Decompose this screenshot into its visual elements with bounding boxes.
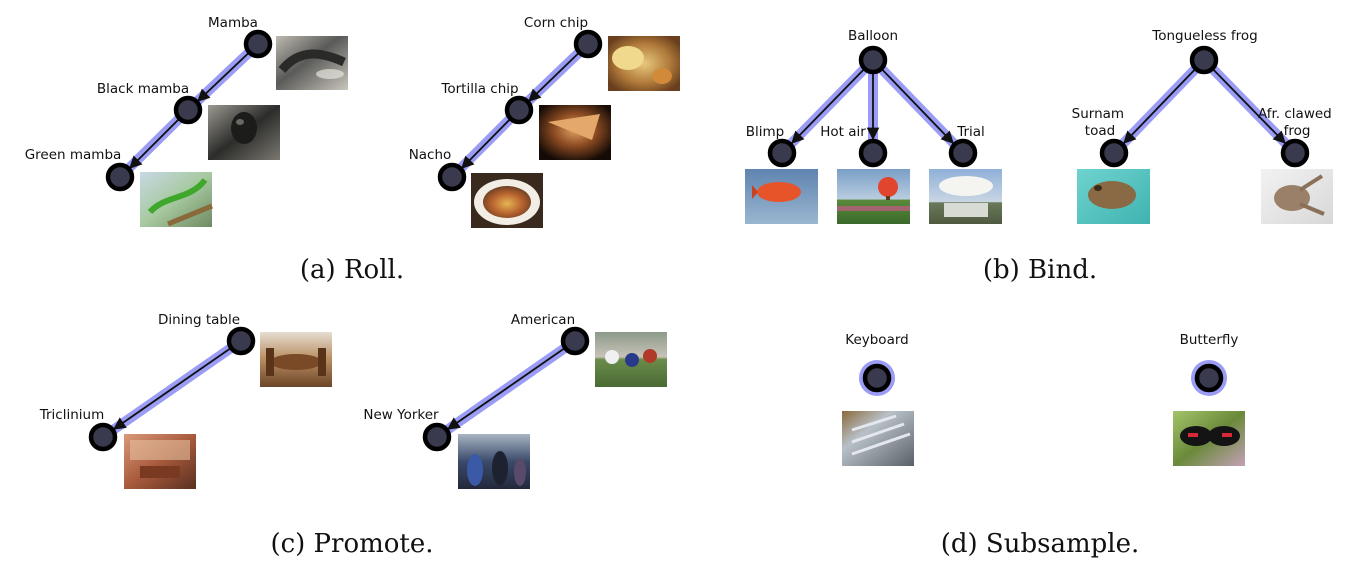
label-mamba: Mamba (208, 15, 258, 31)
label-dining-table: Dining table (158, 312, 240, 328)
node-triclinium (88, 422, 118, 452)
node-keyboard (859, 360, 895, 396)
node-new-yorker (422, 422, 452, 452)
node-tortilla-chip (504, 95, 534, 125)
node-nacho (437, 162, 467, 192)
edge-balloon-to-blimp (777, 55, 878, 158)
panel-promote: Dining table Triclinium (39, 312, 667, 559)
label-nacho: Nacho (409, 147, 452, 163)
image-dining-table (260, 332, 332, 387)
label-afr-clawed-frog-line-2: frog (1284, 123, 1311, 139)
label-keyboard: Keyboard (845, 332, 908, 348)
node-afr-clawed-frog (1280, 138, 1310, 168)
image-american (595, 332, 667, 387)
edge-black-mamba-to-green-mamba (115, 105, 193, 182)
tree-dining-table: Dining table Triclinium (39, 312, 332, 489)
label-tongueless-frog: Tongueless frog (1151, 28, 1257, 44)
caption-promote: (c) Promote. (270, 529, 433, 559)
edge-american-to-new-yorker (432, 336, 580, 442)
edge-tongueless-frog-to-surnam-toad (1109, 55, 1209, 158)
edge-tongueless-frog-to-afr-clawed-frog (1199, 55, 1300, 158)
node-green-mamba (105, 162, 135, 192)
node-dining-table (226, 326, 256, 356)
label-black-mamba: Black mamba (97, 81, 189, 97)
image-trial (929, 169, 1002, 224)
edge-balloon-to-trial (868, 55, 968, 158)
caption-bind: (b) Bind. (983, 255, 1097, 285)
image-afr-clawed-frog (1261, 169, 1333, 224)
tree-american: American New Yorker (363, 312, 667, 489)
node-tongueless-frog (1189, 45, 1219, 75)
tree-balloon: Balloon Blimp Hot air (745, 28, 1002, 224)
image-nacho (471, 173, 543, 228)
label-surnam-toad-line-2: toad (1085, 123, 1115, 139)
node-mamba (243, 29, 273, 59)
image-blimp (745, 169, 818, 224)
tree-keyboard: Keyboard (842, 332, 914, 466)
label-afr-clawed-frog-line-1: Afr. clawed (1258, 106, 1332, 122)
caption-subsample: (d) Subsample. (941, 529, 1140, 559)
node-american (560, 326, 590, 356)
node-corn-chip (573, 29, 603, 59)
label-hot-air: Hot air (820, 124, 866, 140)
image-keyboard (842, 411, 914, 466)
label-new-yorker: New Yorker (363, 407, 439, 423)
node-black-mamba (173, 95, 203, 125)
label-balloon: Balloon (848, 28, 898, 44)
label-corn-chip: Corn chip (524, 15, 588, 31)
node-trial (948, 138, 978, 168)
node-blimp (767, 138, 797, 168)
panel-subsample: Keyboard Butterfly (842, 332, 1245, 559)
image-surnam-toad (1077, 169, 1150, 224)
label-tortilla-chip: Tortilla chip (440, 81, 518, 97)
image-black-mamba (208, 105, 280, 160)
label-triclinium: Triclinium (39, 407, 105, 423)
edge-corn-chip-to-tortilla-chip (514, 39, 593, 115)
image-triclinium (124, 434, 196, 489)
node-hot-air (858, 138, 888, 168)
node-surnam-toad (1099, 138, 1129, 168)
panel-roll: Mamba Black mamba Green mamba (25, 15, 680, 285)
image-green-mamba (140, 172, 213, 227)
tree-corn-chip: Corn chip Tortilla chip Nacho (409, 15, 680, 228)
label-afr-clawed-frog: Afr. clawed frog (1258, 106, 1336, 139)
image-butterfly (1173, 411, 1245, 466)
image-tortilla-chip (539, 105, 611, 160)
panel-bind: Balloon Blimp Hot air (745, 28, 1336, 285)
image-hot-air (837, 169, 910, 224)
label-surnam-toad-line-1: Surnam (1072, 106, 1124, 122)
edge-dining-table-to-triclinium (98, 336, 246, 442)
label-green-mamba: Green mamba (25, 147, 122, 163)
caption-roll: (a) Roll. (300, 255, 404, 285)
image-corn-chip (608, 36, 680, 91)
label-american: American (511, 312, 575, 328)
image-new-yorker (458, 434, 530, 489)
label-surnam-toad: Surnam toad (1072, 106, 1129, 139)
label-butterfly: Butterfly (1180, 332, 1239, 348)
tree-tongueless-frog: Tongueless frog Surnam toad Afr. clawed … (1072, 28, 1336, 224)
edge-mamba-to-black-mamba (183, 39, 263, 115)
label-trial: Trial (956, 124, 985, 140)
node-balloon (858, 45, 888, 75)
image-mamba (276, 36, 348, 90)
node-butterfly (1191, 360, 1227, 396)
label-blimp: Blimp (746, 124, 784, 140)
tree-butterfly: Butterfly (1173, 332, 1245, 466)
tree-mamba: Mamba Black mamba Green mamba (25, 15, 348, 227)
